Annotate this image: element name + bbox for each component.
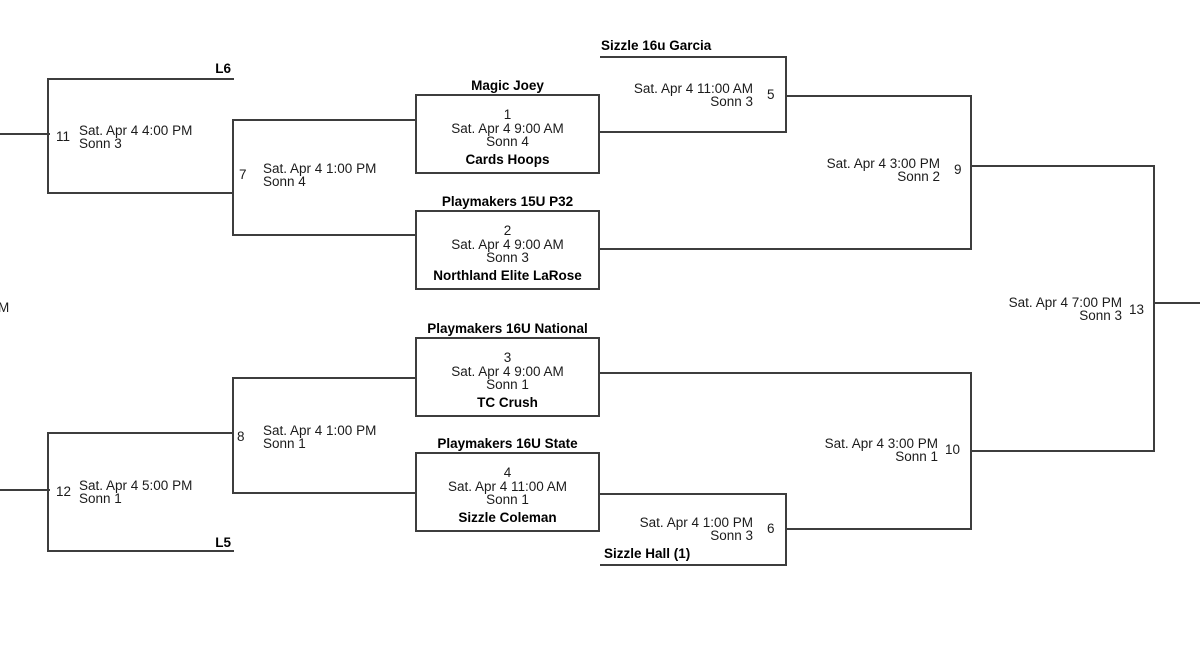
game1-box: 1 Sat. Apr 4 9:00 AM Sonn 4 Cards Hoops [415,94,600,174]
loser6-feed-line [47,78,234,80]
game11-details: Sat. Apr 4 4:00 PM Sonn 3 [79,123,193,151]
game7-winner-line [47,192,234,194]
game13-winner-line [1153,302,1200,304]
game6-bottom-line [600,564,787,566]
game3-winner-line [600,372,972,374]
game2-details: 2 Sat. Apr 4 9:00 AM Sonn 3 [417,224,598,265]
game1-datetime: Sat. Apr 4 9:00 AM [451,120,564,136]
game12-winner-line [0,489,50,491]
game2-datetime: Sat. Apr 4 9:00 AM [451,236,564,252]
game7-details: Sat. Apr 4 1:00 PM Sonn 4 [263,161,377,189]
game7-top-feed-line [232,119,415,121]
game9-number: 9 [954,162,962,177]
game7-number: 7 [239,167,247,182]
game8-top-feed-line [232,377,415,379]
game13-vertical-line [1153,165,1155,452]
game3-number: 3 [503,350,512,365]
game6-venue: Sonn 3 [710,528,753,543]
game3-bottom-team: TC Crush [477,395,538,410]
game3-top-team: Playmakers 16U National [427,321,588,336]
game4-winner-line [600,493,787,495]
game10-datetime: Sat. Apr 4 3:00 PM [824,436,938,451]
game7-datetime: Sat. Apr 4 1:00 PM [263,161,377,176]
game3-datetime: Sat. Apr 4 9:00 AM [451,363,564,379]
game10-venue: Sonn 1 [895,449,938,464]
game5-details: Sat. Apr 4 11:00 AM Sonn 3 [553,81,753,109]
game2-top-team: Playmakers 15U P32 [441,194,574,209]
game8-details: Sat. Apr 4 1:00 PM Sonn 1 [263,423,377,451]
game8-winner-line [47,432,234,434]
game4-box: 4 Sat. Apr 4 11:00 AM Sonn 1 Sizzle Cole… [415,452,600,532]
game12-details: Sat. Apr 4 5:00 PM Sonn 1 [79,478,193,506]
game4-venue: Sonn 1 [486,492,529,507]
game10-winner-line [970,450,1155,452]
game6-datetime: Sat. Apr 4 1:00 PM [639,515,753,530]
game12-number: 12 [56,484,72,499]
game9-details: Sat. Apr 4 3:00 PM Sonn 2 [740,156,940,184]
game1-number: 1 [503,107,512,122]
game2-winner-line [600,248,972,250]
game11-datetime: Sat. Apr 4 4:00 PM [79,123,193,138]
game4-details: 4 Sat. Apr 4 11:00 AM Sonn 1 [417,466,598,507]
game12-vertical-line [47,432,49,552]
game8-venue: Sonn 1 [263,436,306,451]
game7-venue: Sonn 4 [263,174,306,189]
game5-top-team: Sizzle 16u Garcia [601,38,712,53]
game12-venue: Sonn 1 [79,491,122,506]
game6-bottom-team: Sizzle Hall (1) [604,546,691,561]
game6-number: 6 [767,521,775,536]
loser5-label: L5 [215,535,231,550]
game6-details: Sat. Apr 4 1:00 PM Sonn 3 [553,515,753,543]
game2-venue: Sonn 3 [486,250,529,265]
game6-winner-line [785,528,972,530]
game3-details: 3 Sat. Apr 4 9:00 AM Sonn 1 [417,351,598,392]
game12-datetime: Sat. Apr 4 5:00 PM [79,478,193,493]
game8-vertical-line [232,377,234,494]
game13-number: 13 [1129,302,1145,317]
game1-winner-line [600,131,787,133]
game5-number: 5 [767,87,775,102]
game5-winner-line [785,95,972,97]
game4-top-team: Playmakers 16U State [437,436,578,451]
game8-number: 8 [237,429,245,444]
game4-number: 4 [503,465,512,480]
game13-details: Sat. Apr 4 7:00 PM Sonn 3 [922,295,1122,323]
game1-venue: Sonn 4 [486,134,529,149]
game2-box: 2 Sat. Apr 4 9:00 AM Sonn 3 Northland El… [415,210,600,290]
game5-vertical-line [785,56,787,133]
game5-top-line [600,56,787,58]
game11-number: 11 [56,129,71,144]
loser6-label: L6 [215,61,231,76]
game7-bottom-feed-line [232,234,415,236]
edge-text-fragment: M [0,300,10,315]
game10-details: Sat. Apr 4 3:00 PM Sonn 1 [738,436,938,464]
game1-bottom-team: Cards Hoops [465,152,550,167]
game8-bottom-feed-line [232,492,415,494]
game7-vertical-line [232,119,234,236]
game13-venue: Sonn 3 [1079,308,1122,323]
game5-venue: Sonn 3 [710,94,753,109]
game9-vertical-line [970,95,972,250]
game1-details: 1 Sat. Apr 4 9:00 AM Sonn 4 [417,108,598,149]
game4-datetime: Sat. Apr 4 11:00 AM [447,478,568,494]
game5-datetime: Sat. Apr 4 11:00 AM [633,81,753,96]
game11-venue: Sonn 3 [79,136,122,151]
game13-datetime: Sat. Apr 4 7:00 PM [1008,295,1122,310]
game4-bottom-team: Sizzle Coleman [458,510,557,525]
game1-top-team: Magic Joey [471,78,544,93]
game3-venue: Sonn 1 [486,377,529,392]
game8-datetime: Sat. Apr 4 1:00 PM [263,423,377,438]
game10-number: 10 [945,442,961,457]
game9-venue: Sonn 2 [897,169,940,184]
game9-datetime: Sat. Apr 4 3:00 PM [826,156,940,171]
game11-vertical-line [47,78,49,194]
game3-box: 3 Sat. Apr 4 9:00 AM Sonn 1 TC Crush [415,337,600,417]
loser5-feed-line [47,550,234,552]
game9-winner-line [970,165,1155,167]
game2-number: 2 [503,223,512,238]
game2-bottom-team: Northland Elite LaRose [433,268,582,283]
game11-winner-line [0,133,50,135]
